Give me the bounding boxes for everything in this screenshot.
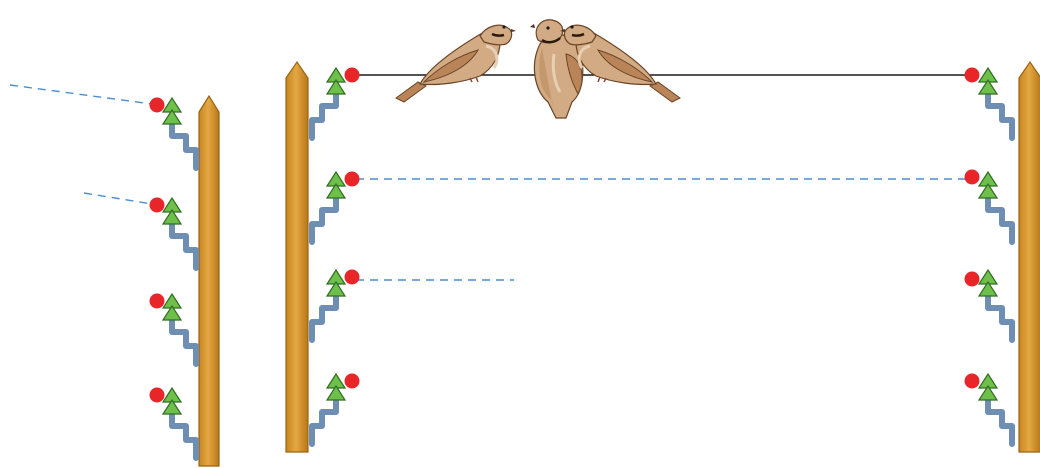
insulator-icon bbox=[163, 98, 196, 168]
insulator-icon bbox=[312, 374, 345, 444]
birds bbox=[394, 18, 682, 120]
red-dot-icon bbox=[964, 67, 980, 83]
red-dot-icon bbox=[149, 197, 165, 213]
pole-left bbox=[149, 94, 220, 467]
dove-icon bbox=[394, 23, 518, 104]
red-dot-icon bbox=[149, 293, 165, 309]
red-dot-icon bbox=[964, 373, 980, 389]
dashed-wire-left-1 bbox=[9, 84, 153, 105]
insulator-icon bbox=[979, 374, 1012, 444]
red-dot-icon bbox=[344, 171, 360, 187]
red-dot-icon bbox=[344, 373, 360, 389]
red-dot-icon bbox=[149, 97, 165, 113]
insulator-icon bbox=[312, 270, 345, 340]
wooden-pole-icon bbox=[285, 60, 309, 453]
wooden-pole-icon bbox=[198, 94, 220, 467]
insulator-icon bbox=[979, 172, 1012, 242]
pole-middle bbox=[285, 60, 360, 453]
insulator-icon bbox=[163, 198, 196, 268]
red-dot-icon bbox=[344, 269, 360, 285]
insulator-icon bbox=[163, 388, 196, 458]
red-dot-icon bbox=[964, 169, 980, 185]
insulator-icon bbox=[979, 68, 1012, 138]
red-dot-icon bbox=[344, 67, 360, 83]
insulator-icon bbox=[979, 270, 1012, 340]
insulator-icon bbox=[312, 172, 345, 242]
red-dot-icon bbox=[964, 271, 980, 287]
insulator-icon bbox=[163, 294, 196, 364]
red-dot-icon bbox=[149, 387, 165, 403]
pole-right bbox=[964, 60, 1040, 453]
wooden-pole-icon bbox=[1018, 60, 1040, 453]
dashed-wire-left-2 bbox=[83, 192, 153, 205]
insulator-icon bbox=[312, 68, 345, 138]
